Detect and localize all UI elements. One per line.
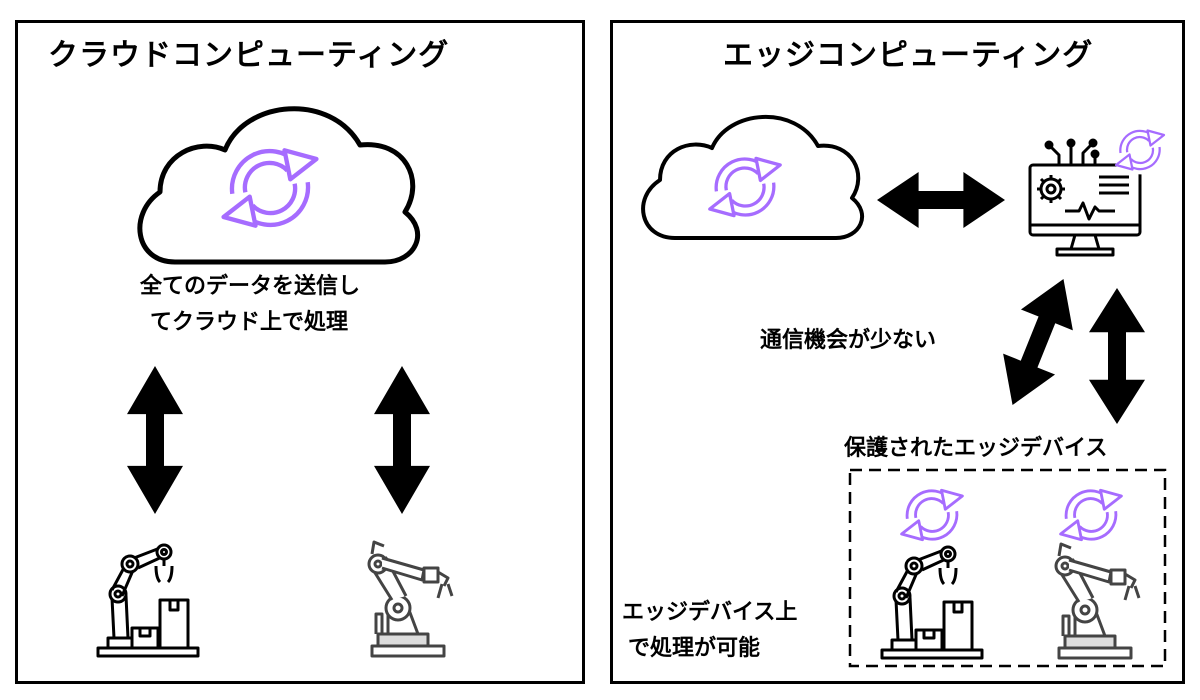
sync-icon [902,490,963,539]
protected-devices-label: 保護されたエッジデバイス [844,436,1108,461]
robot-arm-icon [367,540,454,658]
robot-arm-icon [96,543,200,658]
double-arrow-icon [374,366,430,514]
double-arrow-icon [1089,288,1145,424]
sync-icon [1061,490,1122,539]
cloud-icon [137,106,420,265]
double-arrow-icon [986,268,1090,416]
comm-label: 通信機会が少ない [760,328,937,353]
robot-arm-icon [880,545,984,660]
edge-panel-title: エッジコンピューティング [723,38,1094,73]
cloud-panel-title: クラウドコンピューティング [48,38,450,73]
robot-arm-icon [1054,542,1141,660]
protected-devices-box [848,468,1167,668]
cloud-caption-line1: 全てのデータを送信し [140,274,361,299]
edge-caption-line1: エッジデバイス上 [622,600,798,625]
monitor-icon [1028,138,1142,257]
cloud-icon [641,114,865,240]
double-arrow-icon [127,366,183,514]
double-arrow-icon [877,172,1005,228]
sync-icon [1116,131,1164,170]
cloud-caption-line2: てクラウド上で処理 [150,310,349,335]
edge-caption-line2: で処理が可能 [628,636,761,661]
